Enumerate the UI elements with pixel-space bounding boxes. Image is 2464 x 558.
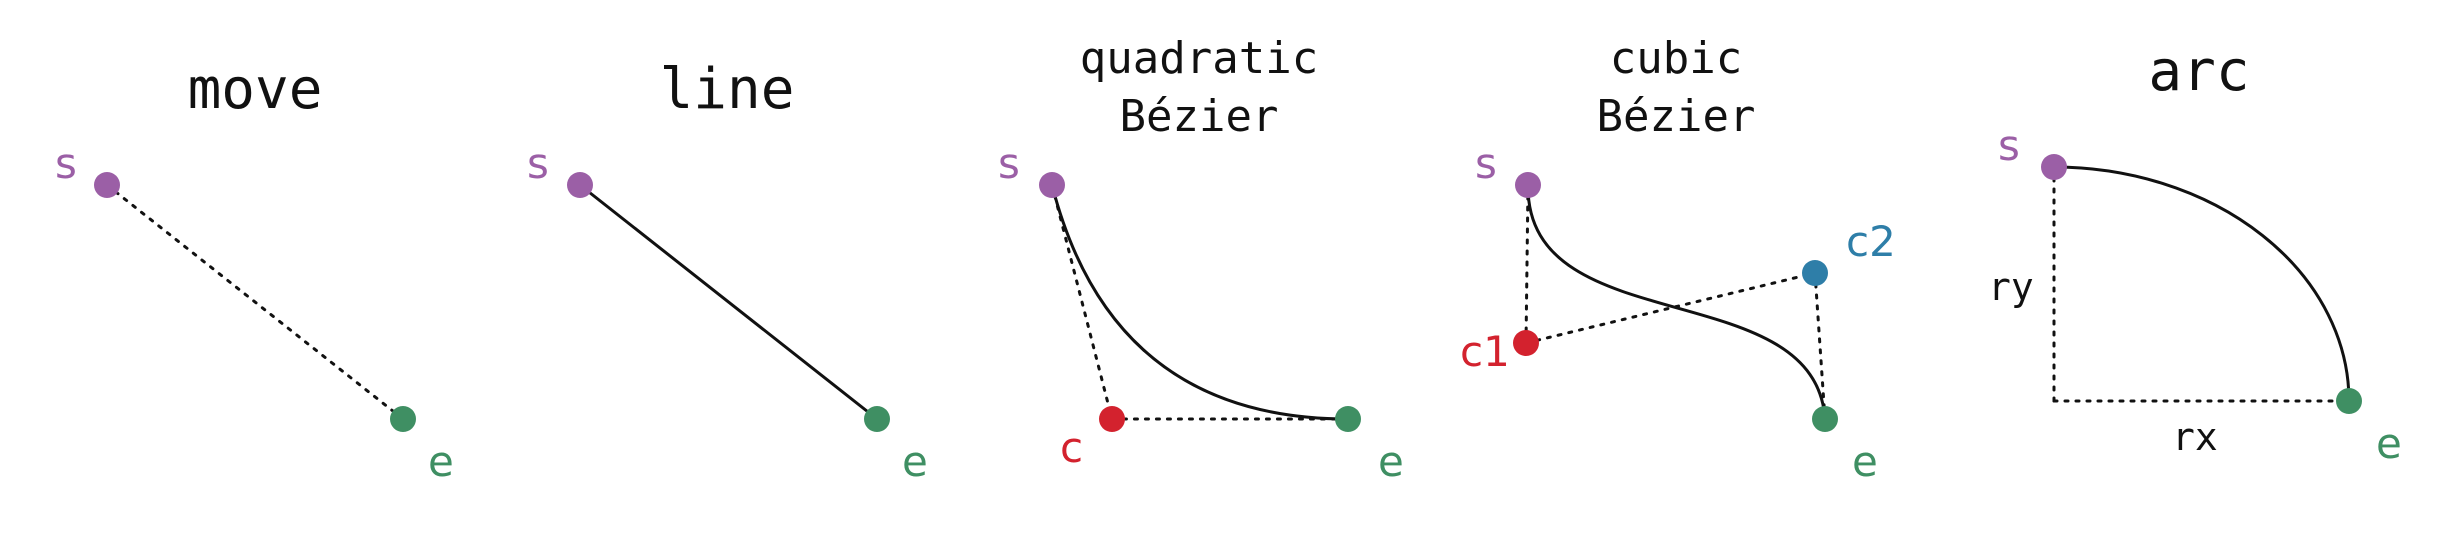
start-label: s <box>527 139 549 188</box>
end-label: e <box>1378 437 1404 486</box>
ry-label: ry <box>1988 265 2034 309</box>
start-label: s <box>998 139 1020 188</box>
rx-label: rx <box>2172 415 2218 459</box>
control-handle-1 <box>1524 183 1530 345</box>
panel-title-quadratic-line2: Bézier <box>1120 91 1279 142</box>
end-point <box>390 406 416 432</box>
control-label: c <box>1060 423 1083 472</box>
start-point <box>2041 154 2067 180</box>
control-point-2 <box>1802 260 1828 286</box>
panel-title-line: line <box>660 57 795 122</box>
end-label: e <box>428 437 454 486</box>
panel-move: move s e <box>55 57 454 486</box>
control-point-1 <box>1513 330 1539 356</box>
panel-quadratic-bezier: quadratic Bézier s c e <box>998 33 1404 486</box>
panel-title-cubic-line2: Bézier <box>1597 91 1756 142</box>
control-handle-mid <box>1524 271 1817 345</box>
end-label: e <box>902 437 928 486</box>
panel-line: line s e <box>527 57 928 486</box>
end-label: e <box>2376 419 2402 468</box>
control-2-label: c2 <box>1846 217 1896 266</box>
elliptical-arc <box>2053 165 2351 402</box>
control-polygon <box>1050 183 1350 421</box>
panel-arc: arc s ry rx e <box>1988 39 2402 468</box>
start-point <box>94 172 120 198</box>
control-handle-2 <box>1813 271 1827 421</box>
panel-title-move: move <box>188 57 323 122</box>
panel-title-quadratic-line1: quadratic <box>1080 33 1318 84</box>
quadratic-curve <box>1050 184 1349 421</box>
line-segment <box>579 183 878 421</box>
end-point <box>1812 406 1838 432</box>
control-1-label: c1 <box>1460 327 1510 376</box>
start-point <box>1039 172 1065 198</box>
start-label: s <box>55 139 77 188</box>
panel-title-arc: arc <box>2148 39 2249 104</box>
start-label: s <box>1998 121 2020 170</box>
end-point <box>2336 388 2362 414</box>
panel-cubic-bezier: cubic Bézier s c1 c2 e <box>1460 33 1896 486</box>
cubic-curve <box>1526 184 1827 420</box>
start-label: s <box>1475 139 1497 188</box>
end-label: e <box>1852 437 1878 486</box>
panel-title-cubic-line1: cubic <box>1610 33 1742 84</box>
control-point <box>1099 406 1125 432</box>
start-point <box>1515 172 1541 198</box>
move-dotted-path <box>105 183 405 421</box>
start-point <box>567 172 593 198</box>
end-point <box>864 406 890 432</box>
end-point <box>1335 406 1361 432</box>
